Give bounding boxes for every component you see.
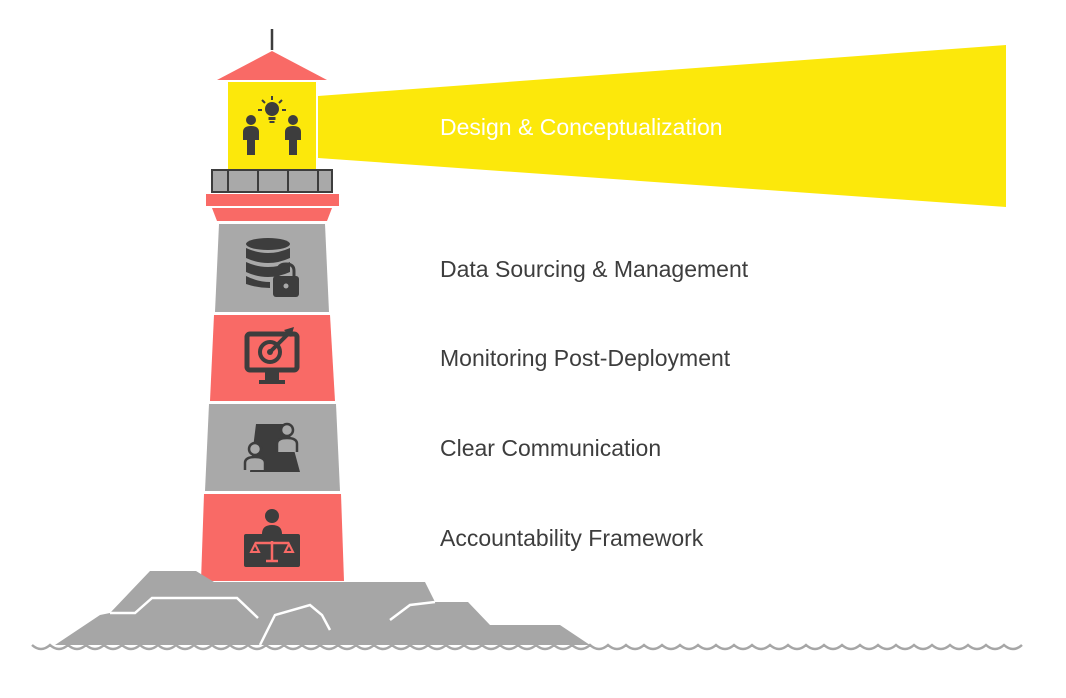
tower-band-2 [210, 315, 335, 401]
rock-cracks [110, 596, 436, 646]
idea-collaboration-icon [243, 96, 301, 155]
layer-label-communication: Clear Communication [440, 435, 662, 461]
people-communication-icon [243, 422, 300, 472]
layer-label-accountability: Accountability Framework [440, 525, 704, 551]
light-beam [318, 45, 1006, 207]
gallery-railing [211, 169, 333, 193]
gallery-base [212, 208, 332, 221]
justice-scale-icon [244, 509, 300, 567]
rocks [55, 571, 590, 645]
lighthouse-roof [217, 51, 327, 80]
monitor-target-icon [244, 327, 300, 384]
layer-label-monitoring: Monitoring Post-Deployment [440, 345, 731, 371]
database-lock-icon [246, 238, 299, 297]
lantern-room [228, 82, 316, 170]
layer-label-design-conceptualization: Design & Conceptualization [440, 114, 723, 140]
gallery-deck [206, 194, 339, 206]
sea-waves [31, 643, 1023, 651]
layer-label-data-sourcing: Data Sourcing & Management [440, 256, 749, 282]
